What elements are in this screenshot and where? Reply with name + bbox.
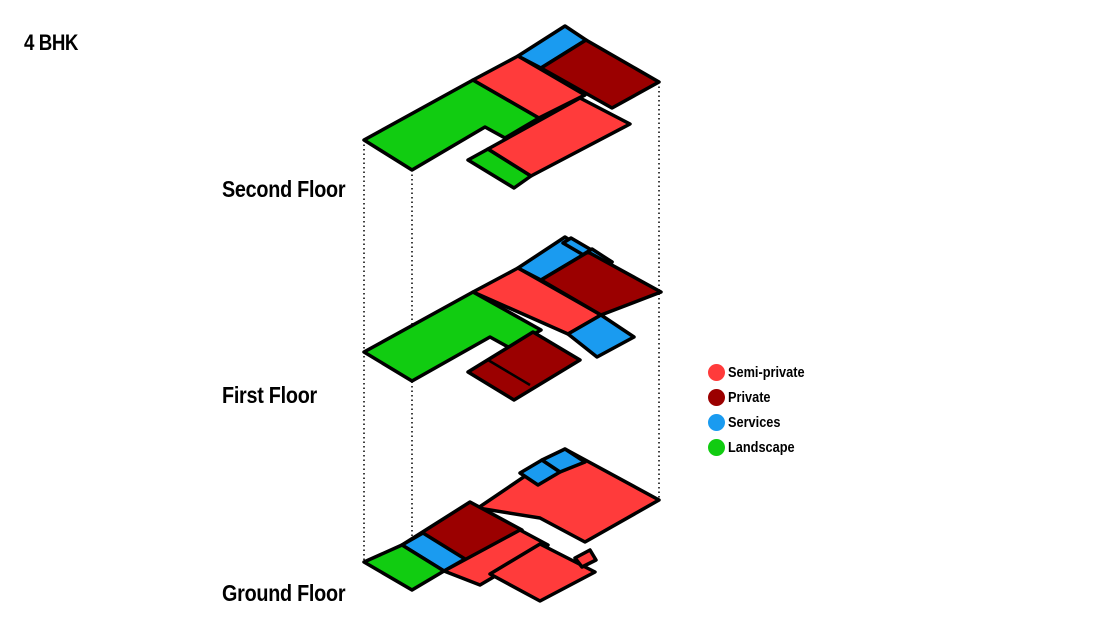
- legend: Semi-private Private Services Landscape: [708, 360, 818, 460]
- semi-private-swatch: [708, 364, 725, 381]
- first-private-divider: [487, 358, 531, 387]
- second-floor-plan: [362, 24, 661, 190]
- legend-item-semi-private: Semi-private: [708, 360, 818, 385]
- ground-services-b: [540, 447, 587, 474]
- second-private: [539, 38, 661, 110]
- legend-label-semi-private: Semi-private: [728, 364, 805, 381]
- alignment-lines: [363, 82, 660, 590]
- private-swatch: [708, 389, 725, 406]
- legend-item-services: Services: [708, 410, 818, 435]
- services-swatch: [708, 414, 725, 431]
- first-private-top: [539, 250, 663, 317]
- diagram-title: 4 BHK: [24, 30, 78, 55]
- ground-landscape: [362, 543, 446, 592]
- second-floor-label: Second Floor: [222, 176, 346, 202]
- ground-semi-private-lower: [442, 528, 550, 587]
- first-private-bottom: [466, 330, 582, 402]
- first-floor-plan: [362, 235, 663, 402]
- ground-floor-label: Ground Floor: [222, 580, 346, 606]
- legend-item-landscape: Landscape: [708, 435, 818, 460]
- second-semi-private-bottom: [486, 96, 632, 178]
- second-semi-private-top: [471, 54, 587, 120]
- legend-label-private: Private: [728, 389, 771, 406]
- first-services-right: [566, 313, 636, 359]
- legend-label-services: Services: [728, 414, 781, 431]
- legend-item-private: Private: [708, 385, 818, 410]
- landscape-swatch: [708, 439, 725, 456]
- legend-label-landscape: Landscape: [728, 439, 795, 456]
- first-floor-label: First Floor: [222, 382, 317, 408]
- ground-semi-private-bottom: [488, 542, 597, 603]
- ground-semi-private-bump: [573, 548, 598, 569]
- ground-floor-plan: [362, 447, 661, 603]
